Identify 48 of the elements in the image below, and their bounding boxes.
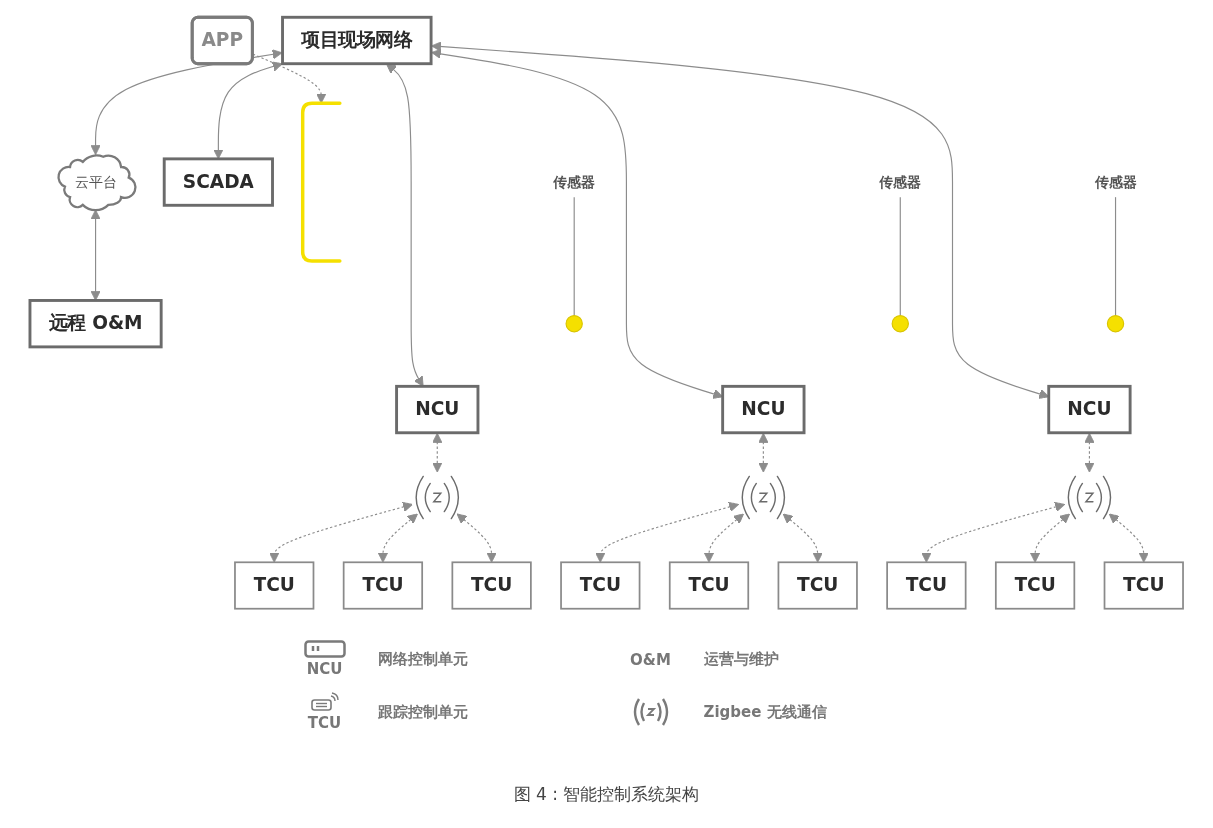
connector [899, 196, 901, 317]
node-box: 项目现场网络 [281, 15, 433, 66]
legend-text: Zigbee 无线通信 [703, 703, 827, 721]
node-box: TCU [342, 561, 424, 610]
node-text: 传感器 [1094, 173, 1137, 191]
arrow [1084, 432, 1095, 473]
node-circle [1106, 314, 1125, 333]
figure-caption: 图 4 : 智能控制系统架构 [513, 783, 700, 806]
arrow [921, 501, 1066, 563]
node-box: TCU [668, 561, 750, 610]
legend-symbol-label: TCU [307, 714, 342, 732]
node-circle [565, 314, 583, 333]
connector [1114, 196, 1117, 317]
arrow [1029, 513, 1071, 563]
node-bracket [300, 101, 342, 263]
legend-text: 运营与维护 [703, 650, 779, 668]
arrow [386, 63, 424, 387]
arrow [432, 432, 443, 473]
node-box: NCU [721, 384, 806, 435]
node-box: NCU [1047, 384, 1132, 435]
arrow [1108, 513, 1149, 563]
node-box: NCU [395, 384, 480, 435]
legend-symbol-label: O&M [630, 651, 671, 669]
legend-text: 跟踪控制单元 [377, 703, 468, 721]
node-box: 远程 O&M [28, 299, 163, 349]
node-box: TCU [560, 561, 641, 610]
arrow [377, 513, 418, 563]
node-box: TCU [234, 561, 315, 610]
node-box: TCU [451, 561, 532, 610]
arrow [456, 513, 497, 563]
connector [573, 196, 575, 317]
legend-text: 网络控制单元 [377, 650, 468, 668]
legend-symbol-label: NCU [306, 660, 343, 678]
node-circle [891, 314, 909, 333]
arrow [703, 513, 744, 563]
arrow [595, 501, 739, 563]
node-box: TCU [886, 561, 967, 610]
node-box: TCU [1103, 561, 1184, 610]
node-text: 传感器 [553, 173, 596, 191]
node-box: SCADA [162, 157, 274, 207]
node-box: TCU [994, 561, 1076, 610]
node-text: 传感器 [879, 173, 922, 191]
arrow [782, 513, 823, 563]
node-box: TCU [777, 561, 858, 610]
arrow [252, 53, 327, 104]
arrow [758, 432, 769, 473]
arrow [90, 209, 101, 301]
arrow [269, 501, 413, 563]
